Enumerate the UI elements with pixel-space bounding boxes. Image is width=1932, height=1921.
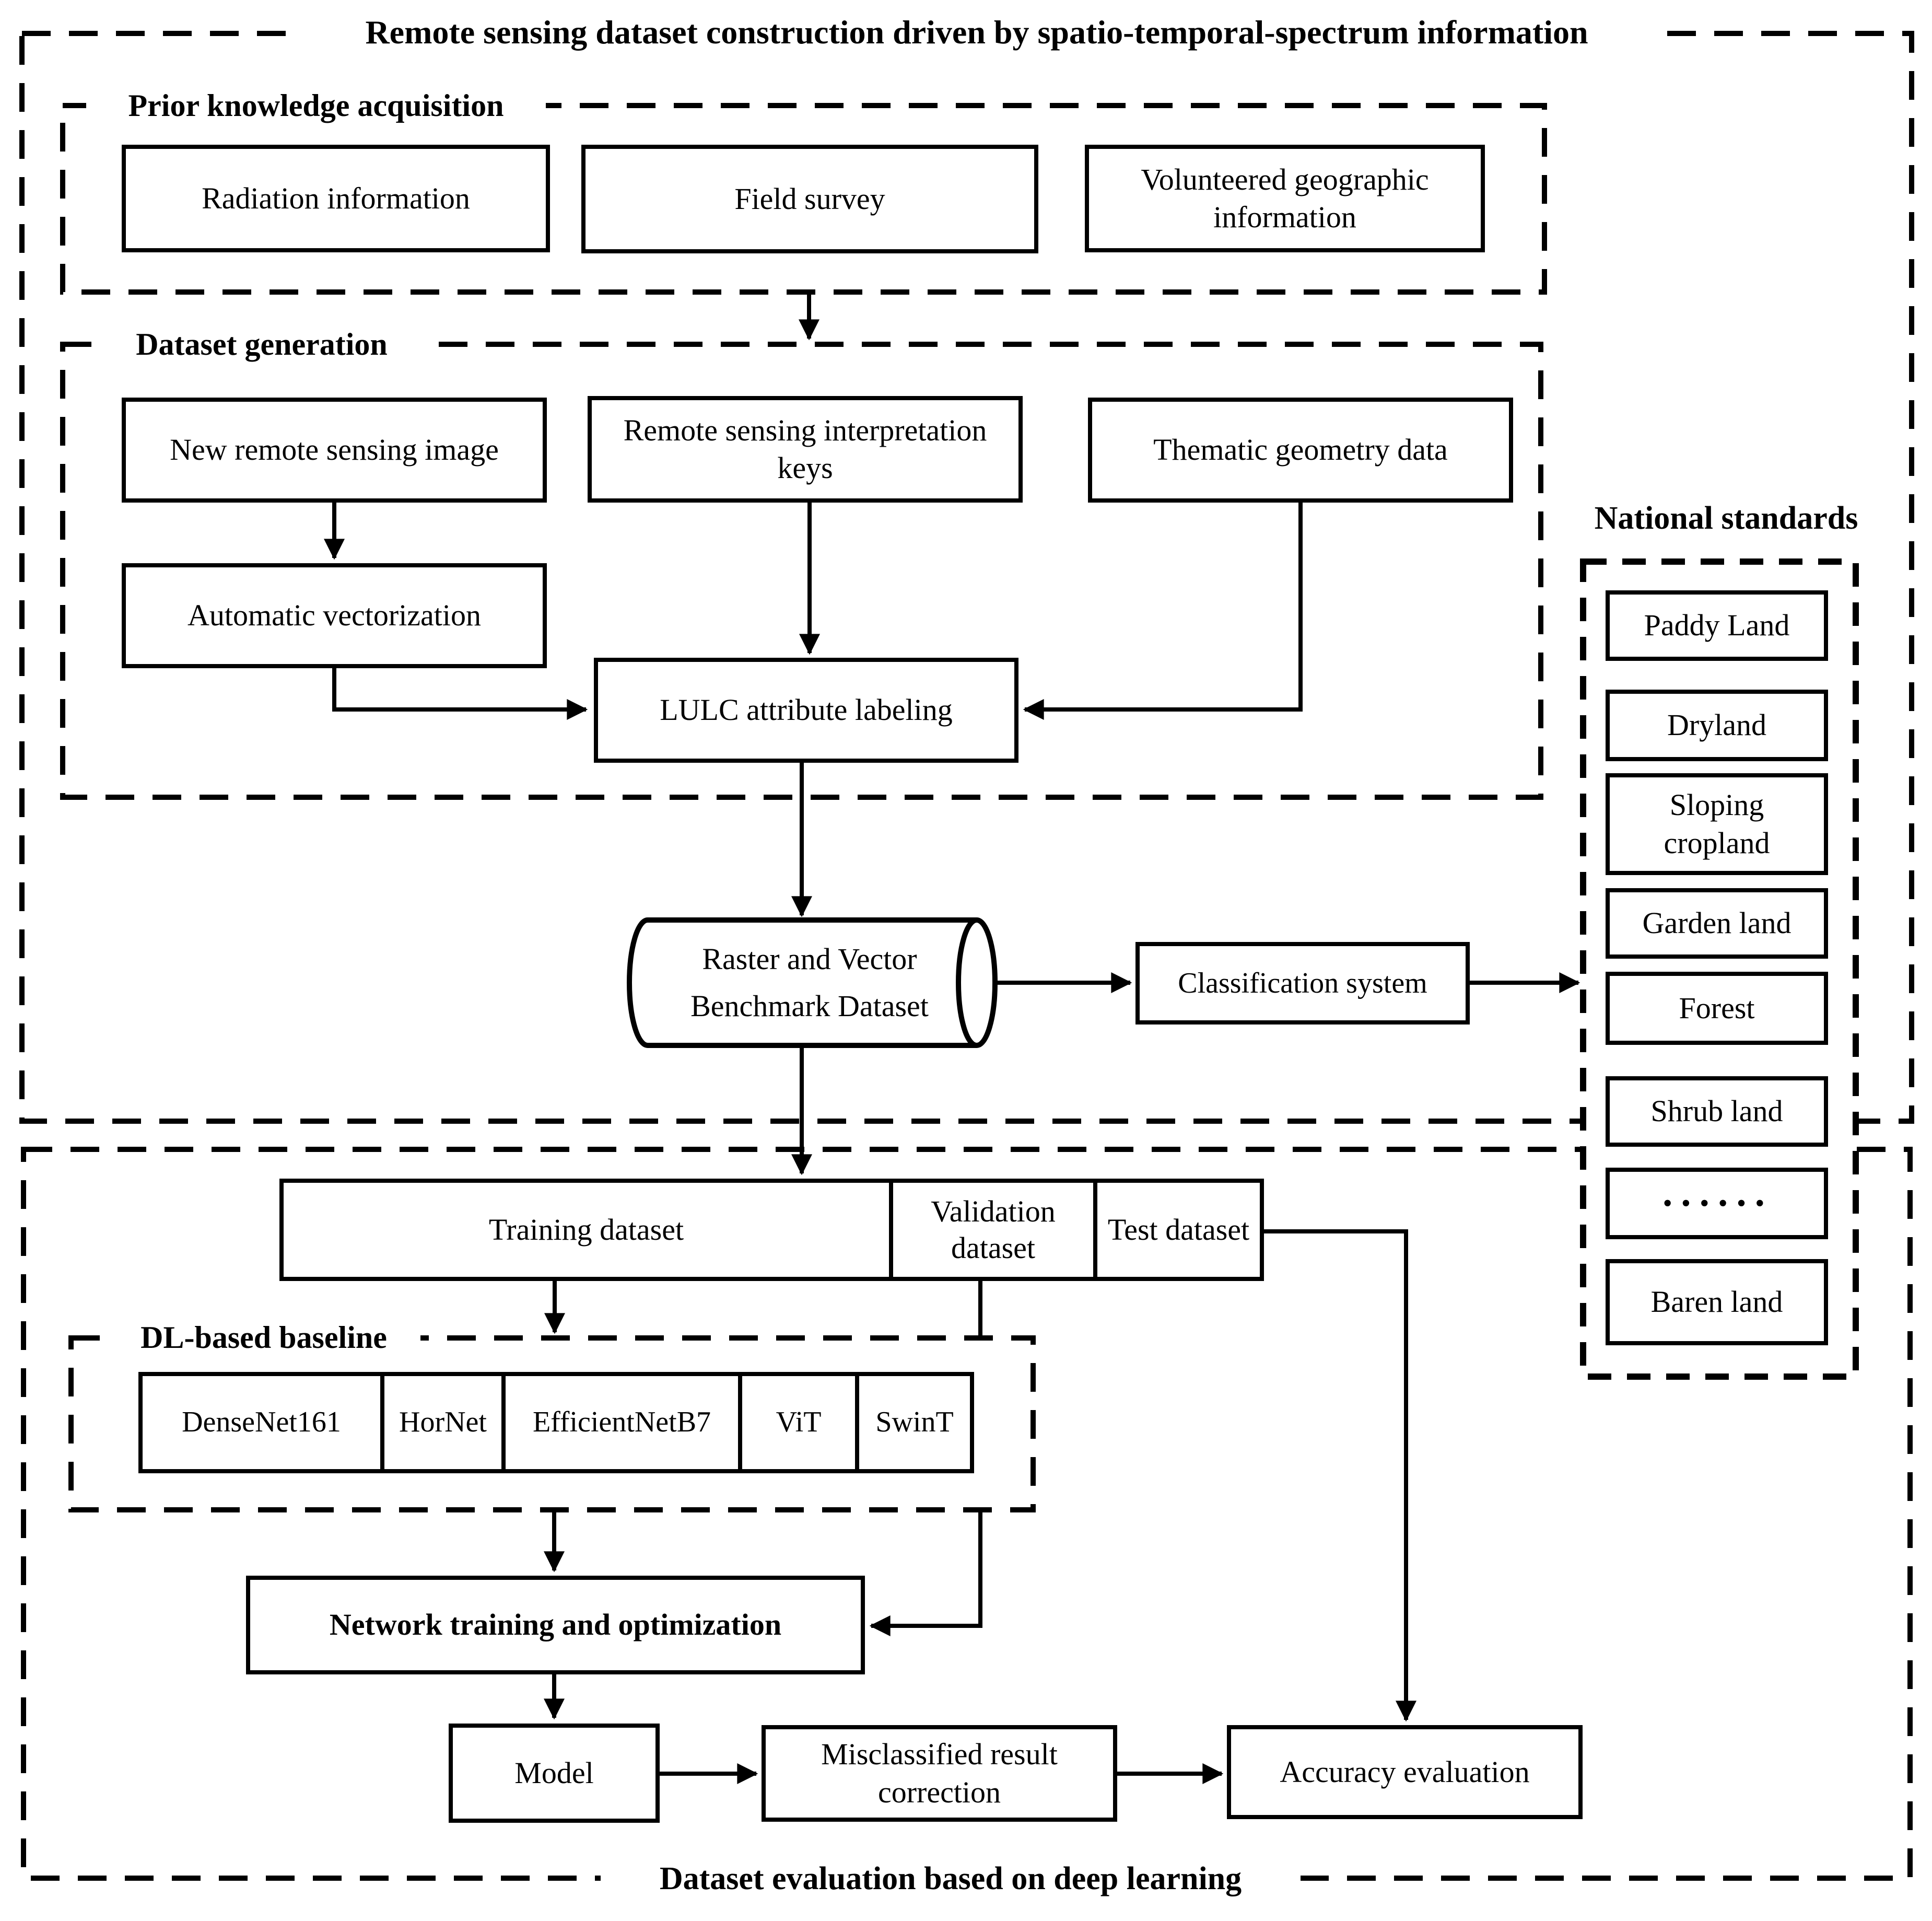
benchmark-dataset-label: Raster and Vector Benchmark Dataset [690, 942, 929, 1023]
standard-ellipsis: ······ [1606, 1168, 1828, 1239]
box-test-dataset: Test dataset [1093, 1183, 1260, 1277]
standard-shrub-land: Shrub land [1606, 1076, 1828, 1147]
diagram-title: Remote sensing dataset construction driv… [292, 7, 1661, 57]
standard-baren-land: Baren land [1606, 1259, 1828, 1345]
model-swint: SwinT [855, 1376, 970, 1469]
dataset-generation-box [60, 342, 1543, 800]
box-classification-system: Classification system [1135, 942, 1470, 1024]
box-misclassified-result-correction: Misclassified result correction [762, 1725, 1117, 1822]
standard-dryland: Dryland [1606, 690, 1828, 761]
dataset-split-row: Training dataset Validation dataset Test… [279, 1179, 1264, 1281]
model-efficientnetb7: EfficientNetB7 [501, 1376, 738, 1469]
model-vit: ViT [738, 1376, 855, 1469]
box-validation-dataset: Validation dataset [889, 1183, 1093, 1277]
section-label-dataset-generation: Dataset generation [102, 323, 421, 366]
dl-models-row: DenseNet161 HorNet EfficientNetB7 ViT Sw… [138, 1372, 974, 1473]
section-label-national-standards: National standards [1594, 500, 1858, 536]
prior-knowledge-box [60, 103, 1547, 295]
standard-paddy-land: Paddy Land [1606, 590, 1828, 661]
section-label-prior-knowledge: Prior knowledge acquisition [86, 84, 546, 127]
standard-forest: Forest [1606, 972, 1828, 1045]
box-accuracy-evaluation: Accuracy evaluation [1227, 1725, 1583, 1819]
box-training-dataset: Training dataset [488, 1213, 684, 1247]
standard-sloping-cropland: Sloping cropland [1606, 773, 1828, 875]
arrow-test-to-accuracy [1264, 1229, 1416, 1722]
box-volunteered-geographic-information: Volunteered geographic information [1085, 145, 1485, 252]
model-densenet161: DenseNet161 [182, 1406, 341, 1439]
model-hornet: HorNet [380, 1376, 501, 1469]
box-radiation-information: Radiation information [122, 145, 550, 252]
box-network-training: Network training and optimization [246, 1576, 865, 1674]
box-automatic-vectorization: Automatic vectorization [122, 563, 547, 668]
arrow-thematic-to-lulc [1023, 503, 1303, 720]
flow-arrows [324, 292, 1580, 1784]
box-thematic-geometry-data: Thematic geometry data [1088, 398, 1513, 503]
section-label-dataset-evaluation: Dataset evaluation based on deep learnin… [601, 1855, 1301, 1903]
box-interpretation-keys: Remote sensing interpretation keys [588, 396, 1023, 503]
arrow-vectorization-to-lulc [332, 668, 588, 720]
section-label-dl-baseline: DL-based baseline [107, 1317, 420, 1358]
national-standards-box [1580, 558, 1859, 1380]
box-lulc-attribute-labeling: LULC attribute labeling [594, 658, 1018, 763]
box-model: Model [449, 1724, 660, 1823]
arrow-validation-to-network [869, 1510, 982, 1636]
box-field-survey: Field survey [581, 145, 1038, 253]
box-new-remote-sensing-image: New remote sensing image [122, 398, 547, 503]
outer-box-evaluation [21, 1147, 1913, 1881]
standard-garden-land: Garden land [1606, 888, 1828, 959]
